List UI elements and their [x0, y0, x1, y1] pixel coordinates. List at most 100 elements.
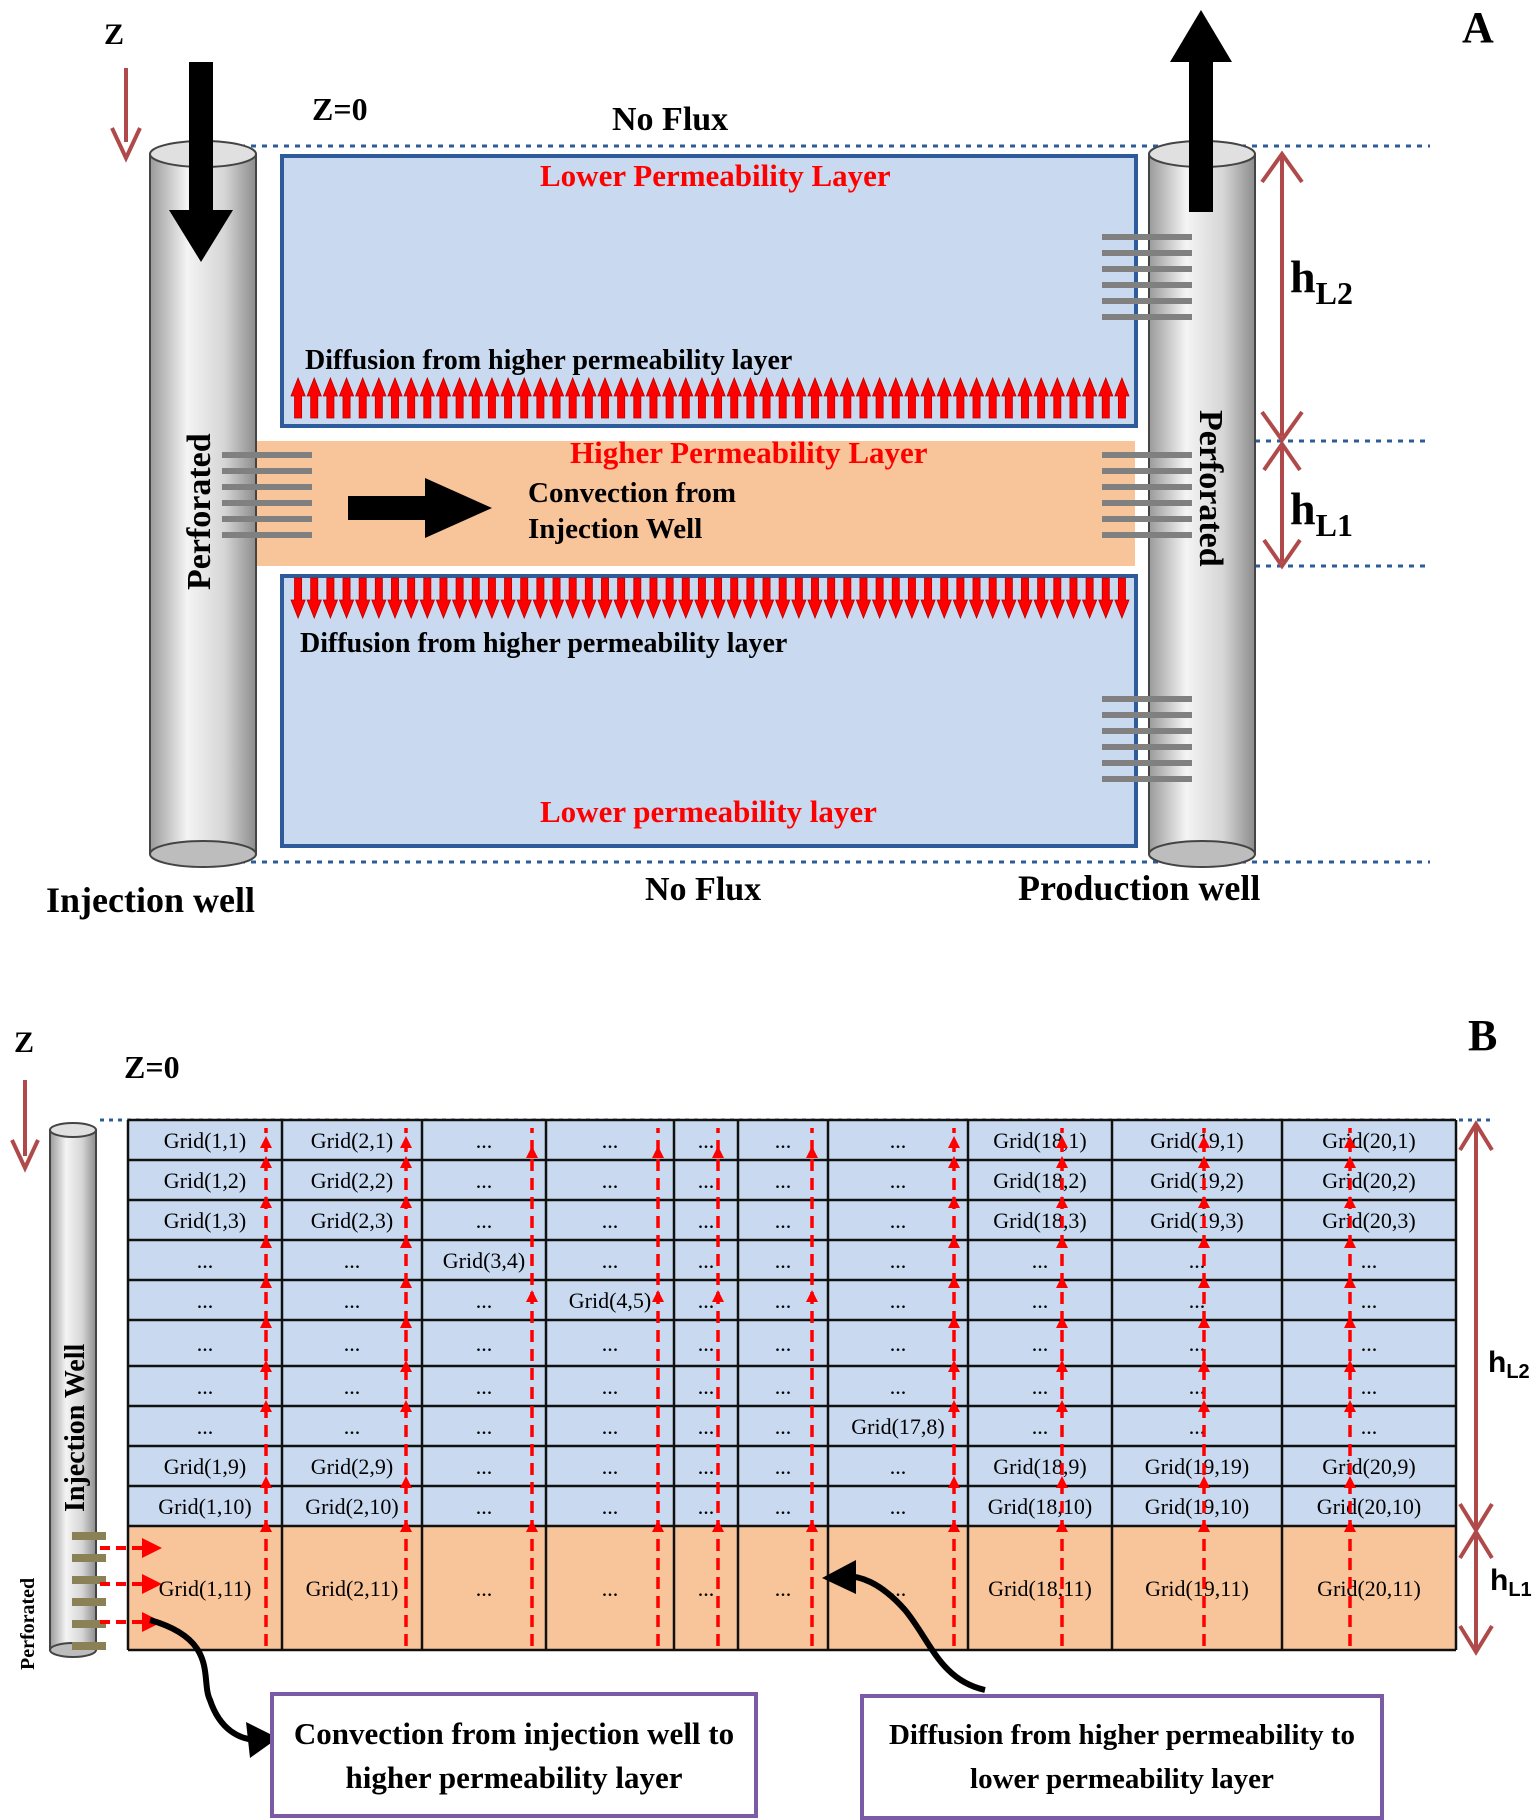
grid-cell: ...: [344, 1331, 361, 1356]
z0-label-a: Z=0: [312, 91, 368, 127]
grid-diffusion-head: [400, 1196, 412, 1208]
grid-cell: Grid(18,1): [993, 1128, 1086, 1153]
grid-cell: Grid(18,10): [988, 1494, 1092, 1519]
diffusion-down-arrow: [985, 577, 1001, 620]
diffusion-pointer: [839, 1572, 986, 1693]
grid-diffusion-head: [400, 1316, 412, 1328]
grid-diffusion-head: [652, 1520, 664, 1532]
diffusion-down-arrow: [791, 577, 807, 620]
diffusion-down-arrow: [726, 577, 742, 620]
convection-callout-box: [270, 1692, 758, 1818]
grid-diffusion-head: [1056, 1520, 1068, 1532]
diffusion-up-arrow: [1017, 376, 1033, 419]
diffusion-up-arrow: [613, 376, 629, 419]
diffusion-down-arrow: [952, 577, 969, 620]
grid-cell: ...: [1361, 1414, 1378, 1439]
diffusion-down-arrow: [1049, 577, 1065, 620]
no-flux-bottom: No Flux: [645, 871, 761, 908]
diffusion-up-arrow: [419, 376, 435, 419]
perforation-stripe-b: [72, 1642, 106, 1650]
grid-cell: ...: [1189, 1374, 1206, 1399]
grid-cell: ...: [476, 1454, 493, 1479]
grid-diffusion-head: [1198, 1236, 1210, 1248]
diffusion-up-arrow: [1049, 376, 1065, 419]
perforation-stripe: [1102, 744, 1192, 750]
grid-cell: ...: [890, 1331, 907, 1356]
perforations-b: [72, 1532, 106, 1650]
grid-cell: ...: [1361, 1288, 1378, 1313]
grid-diffusion-head: [1344, 1276, 1356, 1288]
grid-diffusion-head: [1344, 1400, 1356, 1412]
convection-callout-line2: higher permeability layer: [346, 1760, 683, 1795]
perforation-stripe-b: [72, 1532, 106, 1540]
diffusion-down-arrow: [371, 577, 387, 620]
diffusion-up-arrow: [532, 376, 549, 419]
grid-cell: ...: [775, 1576, 792, 1601]
grid-cell: Grid(19,1): [1150, 1128, 1243, 1153]
grid-diffusion-head: [1198, 1400, 1210, 1412]
grid-diffusion-head: [260, 1316, 272, 1328]
grid-cell: Grid(1,1): [164, 1128, 246, 1153]
grid-diffusion-head: [1198, 1520, 1210, 1532]
convection-pointer-head: [246, 1722, 278, 1758]
grid-diffusion-head: [948, 1316, 960, 1328]
lower-low-perm-layer: [280, 574, 1138, 848]
diffusion-up-arrow: [791, 376, 807, 419]
grid-diffusion-head: [260, 1520, 272, 1532]
diffusion-up-arrow: [468, 376, 484, 419]
grid-cell: ...: [1361, 1331, 1378, 1356]
no-flux-top: No Flux: [612, 101, 728, 138]
grid-cell: ...: [602, 1374, 619, 1399]
diffusion-up-arrows: [290, 376, 1130, 419]
diffusion-up-arrow: [871, 376, 888, 419]
grid-cell: ...: [775, 1208, 792, 1233]
diffusion-up-arrow: [1114, 376, 1130, 419]
diffusion-down-arrow: [855, 577, 872, 620]
grid-diffusion-head: [260, 1196, 272, 1208]
grid-cell: ...: [476, 1288, 493, 1313]
grid-diffusion-head: [1344, 1196, 1356, 1208]
grid-cell: ...: [775, 1331, 792, 1356]
grid-diffusion-head: [526, 1146, 538, 1158]
diffusion-down-arrow: [775, 577, 791, 620]
grid-cell: ...: [698, 1208, 715, 1233]
grid-diffusion-head: [260, 1236, 272, 1248]
diffusion-up-arrow: [985, 376, 1001, 419]
grid-cell: ...: [775, 1248, 792, 1273]
diffusion-down-arrow: [742, 577, 759, 620]
grid-cell: Grid(17,8): [851, 1414, 944, 1439]
z-arrow-head-b: [10, 1139, 40, 1173]
diffusion-up-arrow: [403, 376, 419, 419]
grid-diffusion-head: [948, 1156, 960, 1168]
perforated-left: Perforated: [181, 433, 218, 590]
grid-cell: Grid(4,5): [569, 1288, 651, 1313]
grid-cell: ...: [344, 1414, 361, 1439]
grid-cell: ...: [476, 1576, 493, 1601]
diffusion-up-arrow: [306, 376, 322, 419]
diffusion-up-arrow: [968, 376, 985, 419]
diffusion-down-arrow: [645, 577, 662, 620]
diffusion-up-arrow: [1001, 376, 1017, 419]
grid-diffusion-head: [712, 1146, 724, 1158]
grid-cell: ...: [602, 1414, 619, 1439]
diffusion-up-arrow: [775, 376, 791, 419]
grid-cell: Grid(18,9): [993, 1454, 1086, 1479]
panel-a: A Z Z=0 No Flux No Flux Lower Permeabili…: [46, 3, 1494, 920]
diffusion-up-arrow: [581, 376, 597, 419]
grid-diffusion-head: [400, 1360, 412, 1372]
grid-table: Grid(1,1)Grid(2,1)...............Grid(18…: [126, 1118, 1458, 1652]
grid-diffusion-head: [260, 1136, 272, 1148]
grid-cell: ...: [197, 1414, 214, 1439]
grid-cell: ...: [890, 1374, 907, 1399]
diffusion-up-arrow: [904, 376, 920, 419]
grid-diffusion-head: [948, 1476, 960, 1488]
hL2-label-a: hL2: [1290, 251, 1353, 311]
diffusion-up-arrow: [694, 376, 710, 419]
grid-diffusion-head: [260, 1156, 272, 1168]
diffusion-down-arrow: [1017, 577, 1033, 620]
grid-diffusion-head: [948, 1136, 960, 1148]
grid-diffusion-head: [1344, 1156, 1356, 1168]
grid-cell: ...: [890, 1494, 907, 1519]
convection-arrow: [348, 478, 492, 538]
grid-diffusion-head: [948, 1236, 960, 1248]
